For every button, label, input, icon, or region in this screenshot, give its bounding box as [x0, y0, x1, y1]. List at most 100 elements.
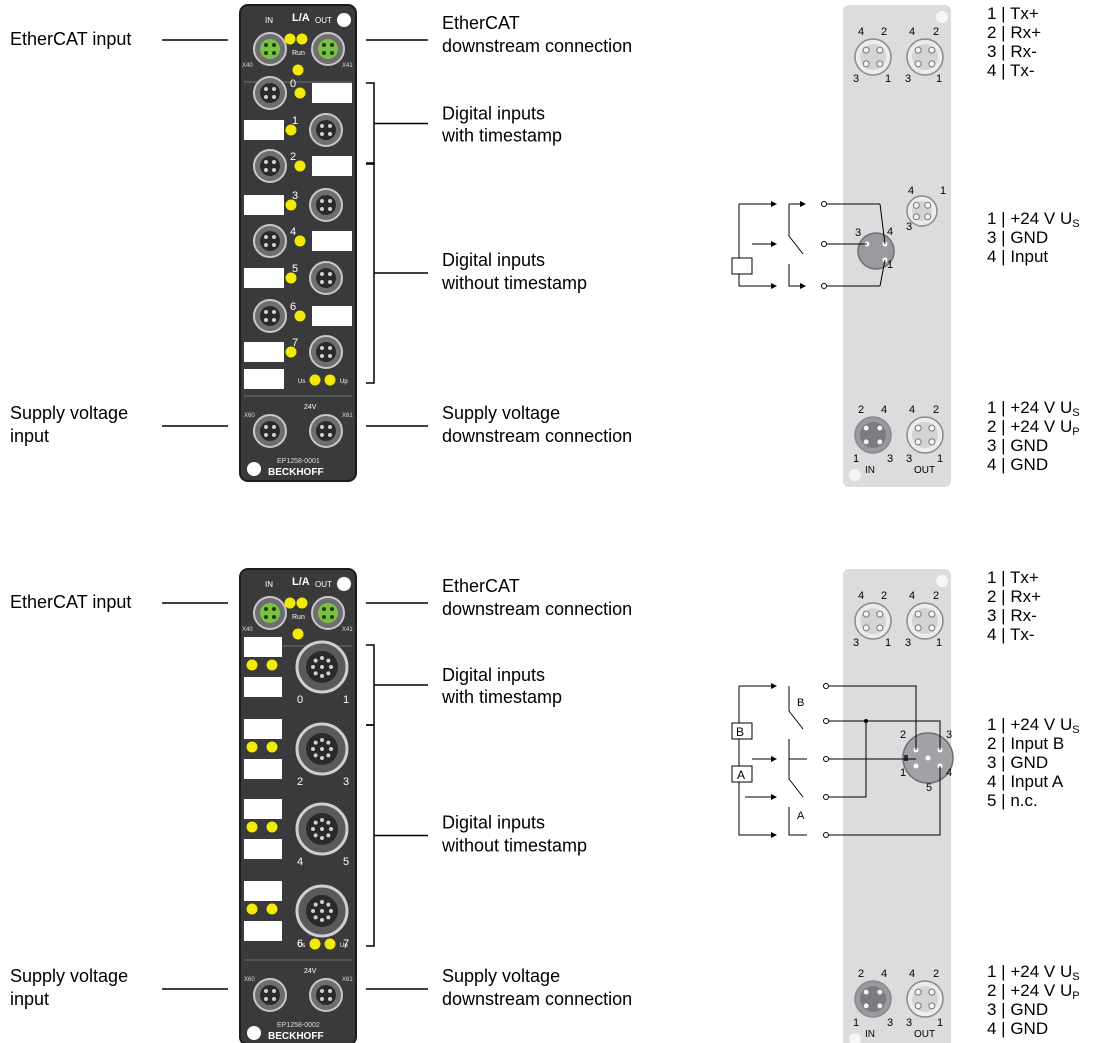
in-label: IN: [265, 580, 273, 589]
socket-pin: [322, 615, 326, 619]
pin-number: 2: [900, 729, 906, 741]
socket-pin: [330, 51, 334, 55]
connector-pin: [928, 438, 936, 446]
us-label: Us: [298, 379, 305, 385]
ethercat-socket: [311, 596, 345, 630]
pin-number: 4: [858, 26, 864, 38]
socket-pin: [264, 160, 268, 164]
callout-supply-input: Supply voltage: [10, 966, 128, 986]
label-field: [244, 921, 282, 941]
pin-number: 5: [926, 782, 932, 794]
m8-socket: [309, 335, 343, 369]
m12-socket: [295, 640, 349, 694]
pin-number: 4: [909, 968, 915, 980]
socket-face: [318, 603, 338, 623]
label-field: [244, 677, 282, 697]
led-indicator: [266, 903, 278, 915]
mounting-hole: [247, 462, 261, 476]
connector-pin: [914, 438, 922, 446]
pin-number: 1: [937, 1017, 943, 1029]
socket-pin: [264, 615, 268, 619]
connector-pin: [876, 988, 884, 996]
socket-pin: [320, 747, 324, 751]
socket-pin: [320, 280, 324, 284]
divider: [244, 645, 352, 647]
socket-pin: [320, 997, 324, 1001]
terminal: [823, 756, 829, 762]
mounting-hole: [936, 575, 948, 587]
terminal: [821, 283, 827, 289]
x60-label: X60: [244, 977, 255, 983]
socket-pin: [320, 272, 324, 276]
connector-pin: [862, 1002, 870, 1010]
connector-pin: [914, 988, 922, 996]
socket-pin: [272, 997, 276, 1001]
led-indicator: [294, 235, 306, 247]
socket-pin: [272, 310, 276, 314]
socket-pin: [272, 168, 276, 172]
callout-ethercat-downstream: downstream connection: [442, 599, 632, 619]
socket-pin: [330, 607, 334, 611]
pin-number: 1: [937, 453, 943, 465]
socket-pin: [264, 310, 268, 314]
sensor-wiring: [738, 203, 771, 287]
channel-number: 4: [297, 856, 303, 868]
x41-label: X41: [342, 627, 353, 633]
socket-face: [260, 156, 280, 176]
socket-pin: [272, 433, 276, 437]
label-field: [244, 799, 282, 819]
arrow: [800, 283, 806, 289]
socket-pin: [264, 95, 268, 99]
socket-pin: [264, 235, 268, 239]
socket-pin: [320, 756, 324, 760]
socket-pin: [320, 836, 324, 840]
pin-assignment: 1 | Tx+: [987, 4, 1039, 23]
socket-pin: [272, 425, 276, 429]
panel-in-label: IN: [865, 1029, 875, 1040]
socket-pin: [272, 51, 276, 55]
socket-pin: [272, 87, 276, 91]
bracket-timestamp: [366, 82, 375, 165]
arrow: [771, 832, 777, 838]
socket-pin: [264, 425, 268, 429]
callout-timestamp-inputs: Digital inputs: [442, 104, 545, 124]
wire: [829, 685, 917, 750]
sensor-b-label: B: [736, 725, 744, 739]
channel-number: 2: [297, 776, 303, 788]
callout-supply-downstream: Supply voltage: [442, 403, 560, 423]
socket-pin: [311, 665, 315, 669]
socket-pin: [328, 199, 332, 203]
connector-pin: [925, 755, 931, 761]
channel-number: 6: [297, 938, 303, 950]
pin-list: 1 | Tx+2 | Rx+3 | Rx-4 | Tx-: [987, 4, 1041, 80]
m8-socket: [309, 261, 343, 295]
socket-pin: [320, 207, 324, 211]
wire: [879, 259, 886, 287]
socket-pin: [311, 827, 315, 831]
terminal: [821, 201, 827, 207]
m12-socket: [295, 884, 349, 938]
connector-pin: [924, 201, 932, 209]
pinout-connector: [906, 38, 944, 76]
x41-label: X41: [342, 63, 353, 69]
connector-pin: [928, 60, 936, 68]
pin-number: 1: [853, 453, 859, 465]
panel-in-label: IN: [865, 465, 875, 476]
pin-assignment: 4 | Input A: [987, 772, 1064, 791]
arrow: [800, 201, 806, 207]
connector-pin: [928, 610, 936, 618]
socket-pin: [264, 243, 268, 247]
panel-out-label: OUT: [914, 465, 935, 476]
channel-number: 0: [290, 78, 296, 90]
run-label: Run: [292, 614, 305, 621]
socket-pin: [326, 740, 331, 745]
pin-number: 1: [936, 73, 942, 85]
socket-pin: [264, 87, 268, 91]
socket-pin: [329, 665, 333, 669]
pin-assignment: 3 | GND: [987, 436, 1048, 455]
